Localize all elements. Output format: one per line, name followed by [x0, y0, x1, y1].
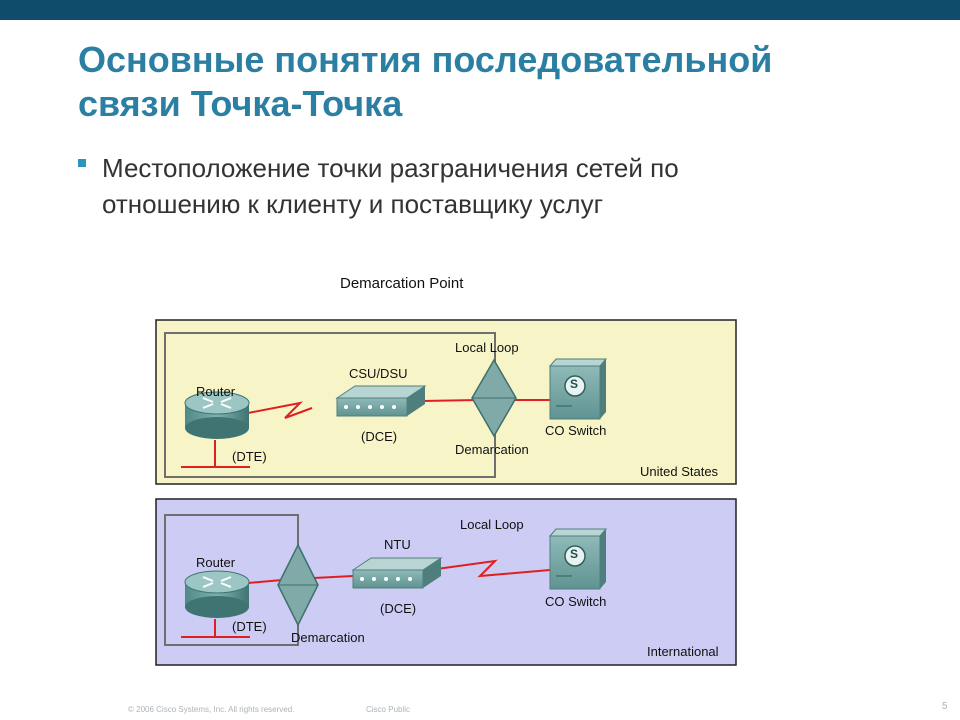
intl-dte-label: (DTE) — [232, 619, 267, 634]
intl-ntu-icon — [351, 557, 443, 589]
us-panel — [155, 319, 737, 485]
intl-co-switch-label: CO Switch — [545, 594, 607, 609]
intl-co-switch-icon — [548, 528, 608, 590]
us-csu-dsu-label: CSU/DSU — [349, 366, 408, 381]
us-serial-link — [247, 399, 550, 419]
footer-copyright: © 2006 Cisco Systems, Inc. All rights re… — [128, 705, 295, 714]
intl-switch-letter: S — [570, 547, 579, 561]
intl-panel — [155, 498, 737, 666]
us-co-switch-icon — [548, 358, 608, 420]
diagram-heading: Demarcation Point — [340, 275, 464, 292]
intl-ntu-label: NTU — [384, 537, 411, 552]
intl-region-label: International — [647, 644, 719, 659]
us-local-loop-label: Local Loop — [455, 340, 519, 355]
us-csu-dsu-icon — [335, 385, 427, 417]
slide-title-line-2: связи Точка-Точка — [78, 83, 403, 124]
intl-serial-link — [247, 559, 551, 584]
us-router-label: Router — [196, 384, 236, 399]
bullet-line-1: Местоположение точки разграничения сетей… — [102, 153, 679, 183]
us-region-label: United States — [640, 464, 719, 479]
slide-title-line-1: Основные понятия последовательной — [78, 39, 773, 80]
us-router-icon — [184, 391, 250, 439]
us-switch-letter: S — [570, 377, 579, 391]
intl-dce-label: (DCE) — [380, 601, 417, 616]
bullet-line-2: отношению к клиенту и поставщику услуг — [102, 189, 604, 219]
slide-title: Основные понятия последовательной связи … — [78, 38, 938, 126]
footer-classification: Cisco Public — [366, 705, 411, 714]
us-demarcation-label: Demarcation — [455, 442, 529, 457]
intl-router-icon — [184, 570, 250, 618]
us-panel-background — [155, 319, 737, 485]
us-dce-label: (DCE) — [361, 429, 398, 444]
us-dte-label: (DTE) — [232, 449, 267, 464]
intl-router-label: Router — [196, 555, 236, 570]
us-co-switch-label: CO Switch — [545, 423, 607, 438]
intl-demarcation-label: Demarcation — [291, 630, 365, 645]
intl-local-loop-label: Local Loop — [460, 517, 524, 532]
top-bar — [0, 0, 960, 20]
bullet-square-icon — [78, 159, 86, 167]
footer-page-number: 5 — [942, 701, 948, 712]
intl-dte-ground — [181, 619, 250, 638]
us-dte-ground — [181, 440, 250, 468]
bullet-text: Местоположение точки разграничения сетей… — [102, 150, 882, 222]
